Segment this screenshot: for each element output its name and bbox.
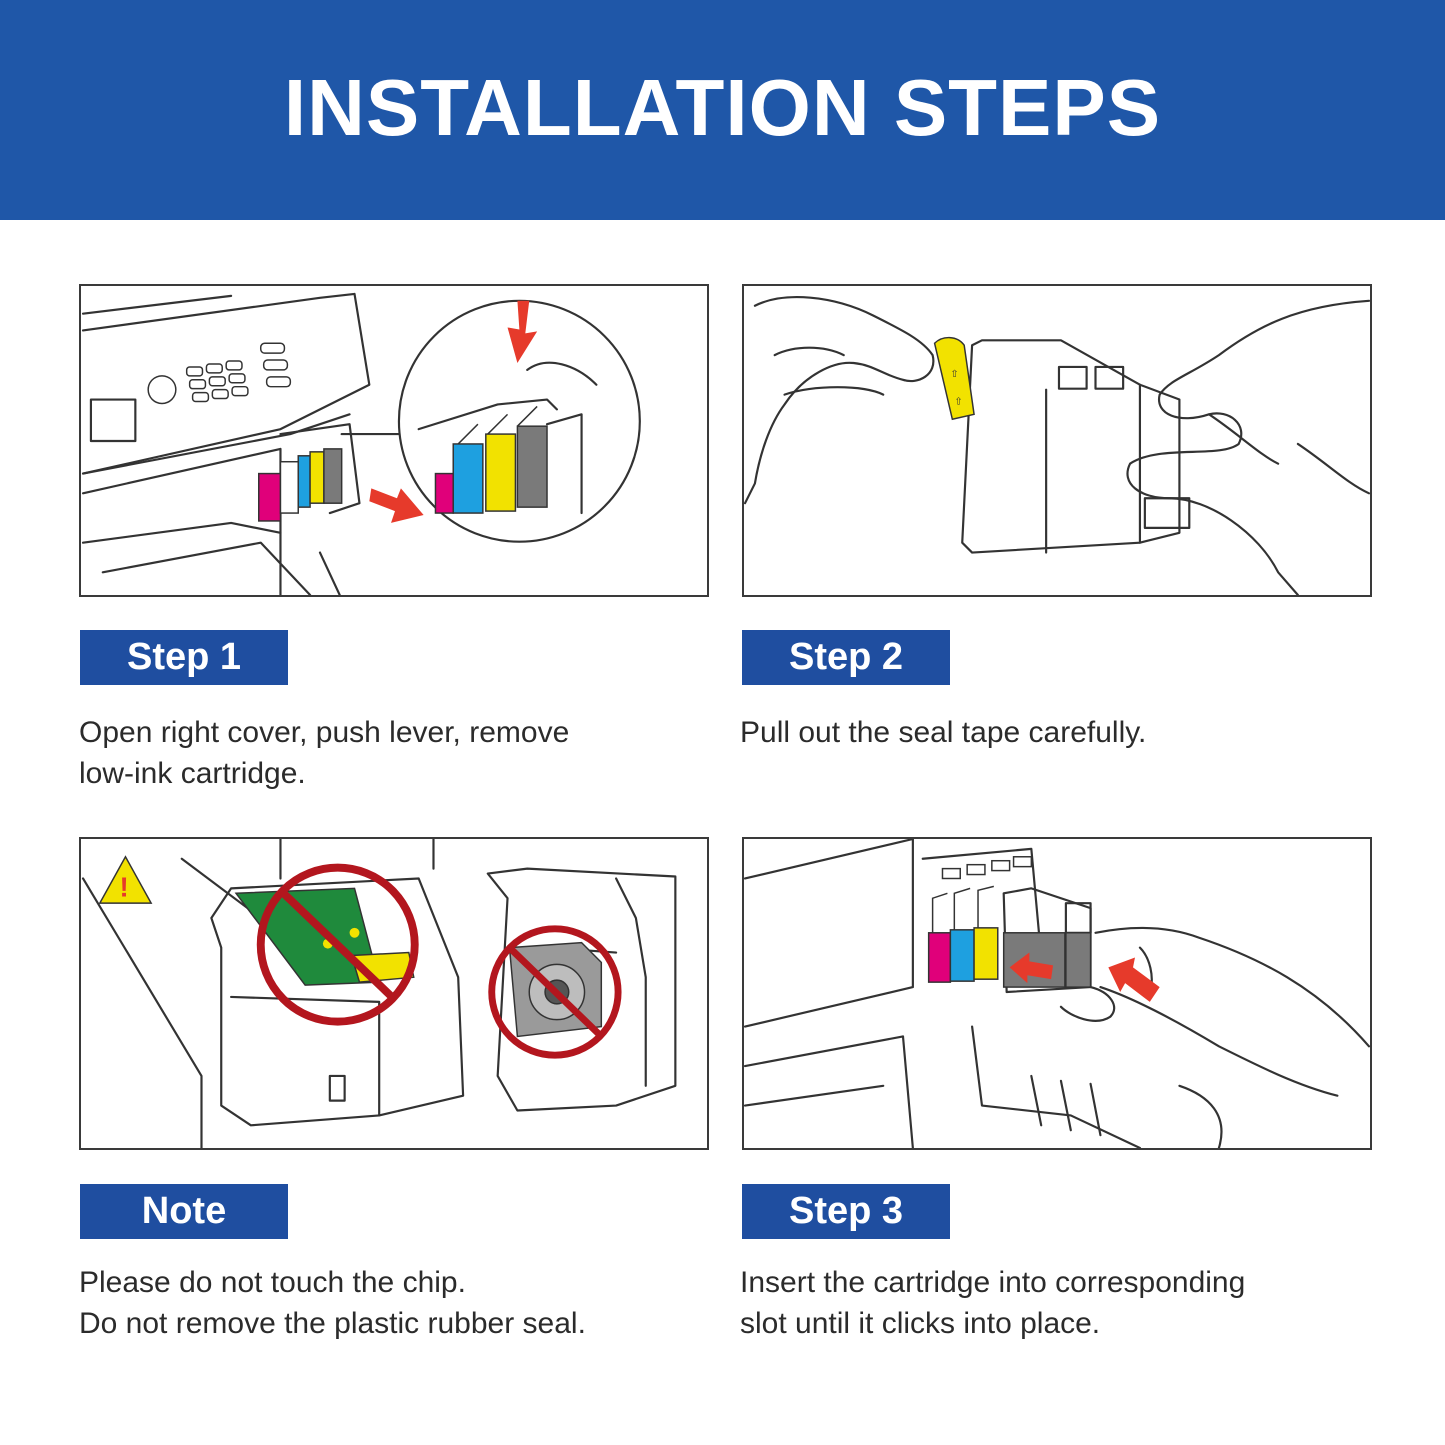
do-not-touch-chip-drawing: ! — [81, 839, 677, 1148]
page-title: INSTALLATION STEPS — [283, 63, 1162, 152]
step-3-badge: Step 3 — [742, 1184, 950, 1239]
step-3-caption: Insert the cartridge into corresponding … — [740, 1262, 1380, 1344]
caption-line: Do not remove the plastic rubber seal. — [79, 1307, 586, 1340]
page-header: INSTALLATION STEPS — [0, 0, 1445, 220]
prohibit-chip-icon — [256, 863, 419, 1026]
svg-text:⇧: ⇧ — [950, 369, 958, 380]
keypad-icon — [147, 342, 292, 405]
step-3-illustration — [742, 837, 1372, 1150]
svg-text:⇧: ⇧ — [954, 396, 962, 407]
caption-line: low-ink cartridge. — [79, 757, 306, 790]
printer-open-cover-drawing — [81, 292, 641, 595]
step-1-badge: Step 1 — [80, 630, 288, 685]
installed-cartridges-icon — [927, 885, 999, 983]
step-2-badge: Step 2 — [742, 630, 950, 685]
cartridge-row-icon — [258, 423, 361, 522]
caption-line: Open right cover, push lever, remove — [79, 716, 570, 749]
step-2-caption: Pull out the seal tape carefully. — [740, 712, 1380, 753]
caption-line: Insert the cartridge into corresponding — [740, 1266, 1246, 1299]
seal-tape-icon — [933, 336, 975, 421]
caption-line: slot until it clicks into place. — [740, 1307, 1101, 1340]
svg-text:!: ! — [120, 871, 129, 902]
warning-icon — [98, 855, 153, 904]
arrow-down-icon — [507, 300, 538, 364]
note-badge: Note — [80, 1184, 288, 1239]
prohibit-seal-icon — [488, 925, 622, 1059]
step-1-caption: Open right cover, push lever, remove low… — [79, 712, 719, 794]
arrow-left-icon — [1009, 952, 1054, 984]
arrow-push-icon — [1108, 957, 1160, 1002]
step-1-illustration — [79, 284, 709, 597]
arrow-right-icon — [369, 488, 424, 523]
caption-line: Please do not touch the chip. — [79, 1266, 466, 1299]
note-illustration: ! — [79, 837, 709, 1150]
caption-line: Pull out the seal tape carefully. — [740, 716, 1147, 749]
note-caption: Please do not touch the chip. Do not rem… — [79, 1262, 719, 1344]
hands-pull-seal-tape-drawing: ⇧ ⇧ — [744, 296, 1370, 595]
zoomed-cartridges-icon — [417, 361, 598, 515]
step-2-illustration: ⇧ ⇧ — [742, 284, 1372, 597]
insert-cartridge-drawing — [744, 839, 1370, 1148]
